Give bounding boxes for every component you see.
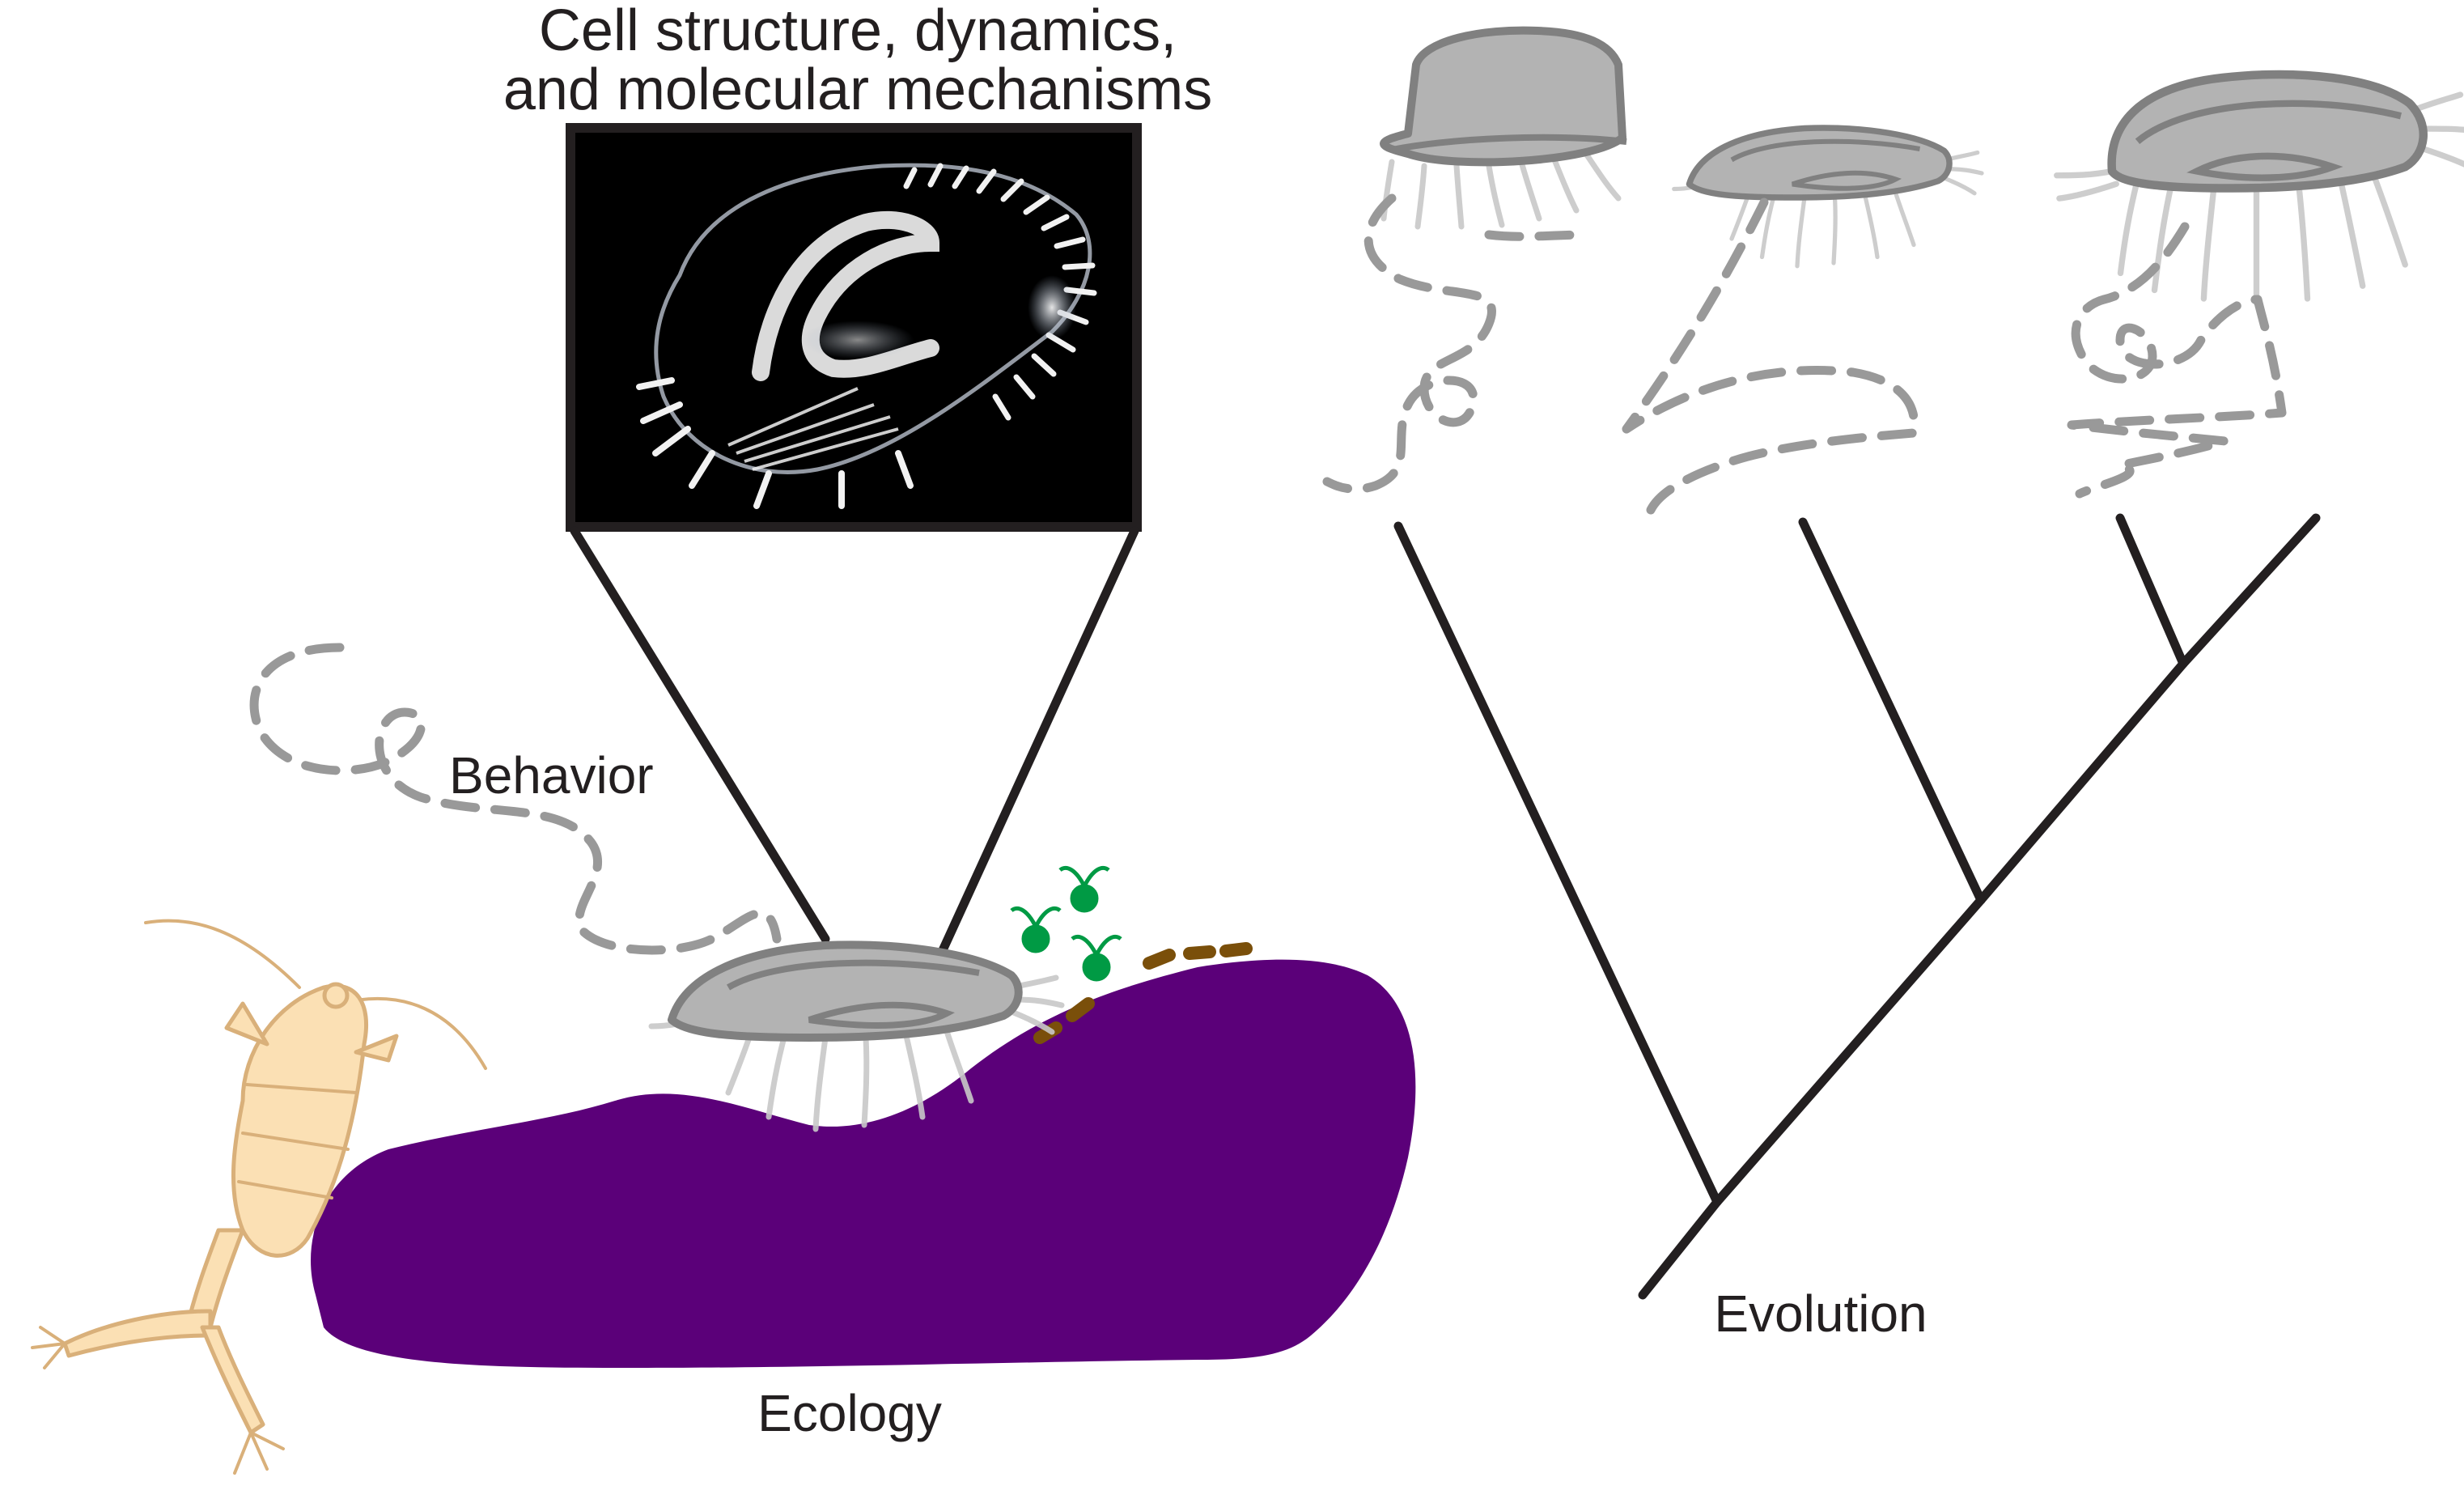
substrate-blob: [311, 959, 1416, 1368]
evolution-label: Evolution: [1714, 1284, 1927, 1343]
evolution-trail-1: [1322, 193, 1591, 494]
flagellate-alga-icon: [1058, 865, 1110, 913]
bacteria: [1033, 942, 1253, 1044]
copepod-icon: [31, 919, 487, 1475]
title-line-1: Cell structure, dynamics,: [539, 0, 1177, 63]
tree-branch-4: [2178, 513, 2321, 669]
zoom-line-left: [570, 526, 830, 944]
zoom-line-right: [934, 526, 1139, 964]
ecology-label: Ecology: [757, 1384, 942, 1442]
bacterium: [1183, 945, 1216, 960]
evolution-trail-2: [1622, 197, 1919, 515]
tree-branch-2: [1798, 517, 1986, 905]
evolution-ciliate-2: [1674, 128, 1982, 266]
flagellate-alga-icon: [1010, 906, 1062, 953]
micrograph: [566, 123, 1142, 532]
bacterium: [1066, 997, 1095, 1022]
tree-stem-upper: [1976, 659, 2188, 905]
ciliate-micrograph-cell: [636, 163, 1097, 509]
tree-root: [1638, 1197, 1722, 1300]
evolution-ciliate-3: [2054, 70, 2464, 306]
bacterium: [1143, 949, 1176, 970]
behavior-trail: [249, 643, 782, 955]
title-line-2: and molecular mechanisms: [503, 57, 1212, 122]
flagellate-alga-icon: [1071, 934, 1122, 982]
tree-stem-main: [1712, 895, 1986, 1207]
behavior-label: Behavior: [449, 746, 654, 805]
phylogenetic-tree: [1393, 513, 2321, 1300]
evolution-ciliate-1-hat: [1380, 26, 1627, 230]
tree-branch-3: [2115, 513, 2188, 669]
tree-branch-1: [1393, 521, 1722, 1207]
algae: [1010, 865, 1122, 982]
bacterium: [1219, 942, 1253, 957]
evolution-trail-3: [2067, 222, 2287, 499]
